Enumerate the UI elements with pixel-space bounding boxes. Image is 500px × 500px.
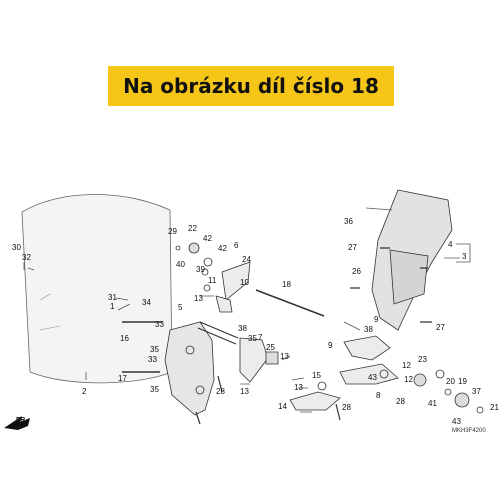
arm-8 [339,363,399,385]
callout: 37 [472,387,481,396]
callout: 42 [218,244,227,253]
callout: 35 [150,385,159,394]
callout: 42 [203,234,212,243]
callout: 38 [364,325,373,334]
callout: 2 [82,387,87,396]
stay-bolt-left [122,321,162,373]
callout: 3 [462,252,467,261]
callout: 32 [22,253,31,262]
callout: 14 [278,402,287,411]
callout: 9 [374,315,379,324]
drawing-code: MKH3F4200 [452,428,486,434]
callout: 28 [216,387,225,396]
callout: 12 [404,375,413,384]
part-number-banner: Na obrázku díl číslo 18 [108,66,394,106]
callout: 11 [208,276,217,285]
callout: 9 [328,341,333,350]
front-direction-arrow: FR. [4,416,30,430]
callout: 34 [142,298,151,307]
callout: 23 [418,355,427,364]
link-7 [239,337,269,383]
callout: 13 [194,294,203,303]
callout: 33 [155,320,164,329]
callout: 18 [282,280,291,289]
callout: 13 [280,352,289,361]
callout: 8 [376,391,381,400]
banner-text: Na obrázku díl číslo 18 [123,74,379,98]
callout-numbers: 30 32 2 31 34 1 16 17 33 35 33 35 29 22 … [12,217,499,426]
callout: 24 [242,255,251,264]
callout: 35 [150,345,159,354]
callout: 22 [188,224,197,233]
direction-label: FR. [16,417,27,424]
callout: 13 [240,387,249,396]
callout: 33 [148,355,157,364]
callout: 21 [490,403,499,412]
callout: 1 [110,302,115,311]
callout: 17 [118,374,127,383]
callout: 38 [238,324,247,333]
callout: 5 [178,303,183,312]
callout: 30 [12,243,21,252]
callout: 6 [234,241,239,250]
bracket-5 [164,321,215,416]
callout: 16 [120,334,129,343]
callout: 43 [368,373,377,382]
callout: 4 [448,240,453,249]
callout: 28 [396,397,405,406]
callout: 15 [312,371,321,380]
callout: 27 [348,243,357,252]
callout: 29 [168,227,177,236]
callout: 35 [248,334,257,343]
link-10 [221,261,251,301]
callout: 27 [436,323,445,332]
callout: 31 [108,293,117,302]
callout: 13 [294,383,303,392]
callout: 12 [402,361,411,370]
callout: 41 [428,399,437,408]
callout: 25 [266,343,275,352]
callout: 19 [458,377,467,386]
callout: 26 [352,267,361,276]
callout: 43 [452,417,461,426]
arm-14 [289,391,341,411]
callout: 10 [240,278,249,287]
callout: 28 [342,403,351,412]
callout: 36 [344,217,353,226]
callout: 40 [176,260,185,269]
callout: 39 [196,265,205,274]
rod-18 [255,289,325,317]
callout: 20 [446,377,455,386]
arm-9 [343,335,391,361]
callout: 7 [258,333,263,342]
